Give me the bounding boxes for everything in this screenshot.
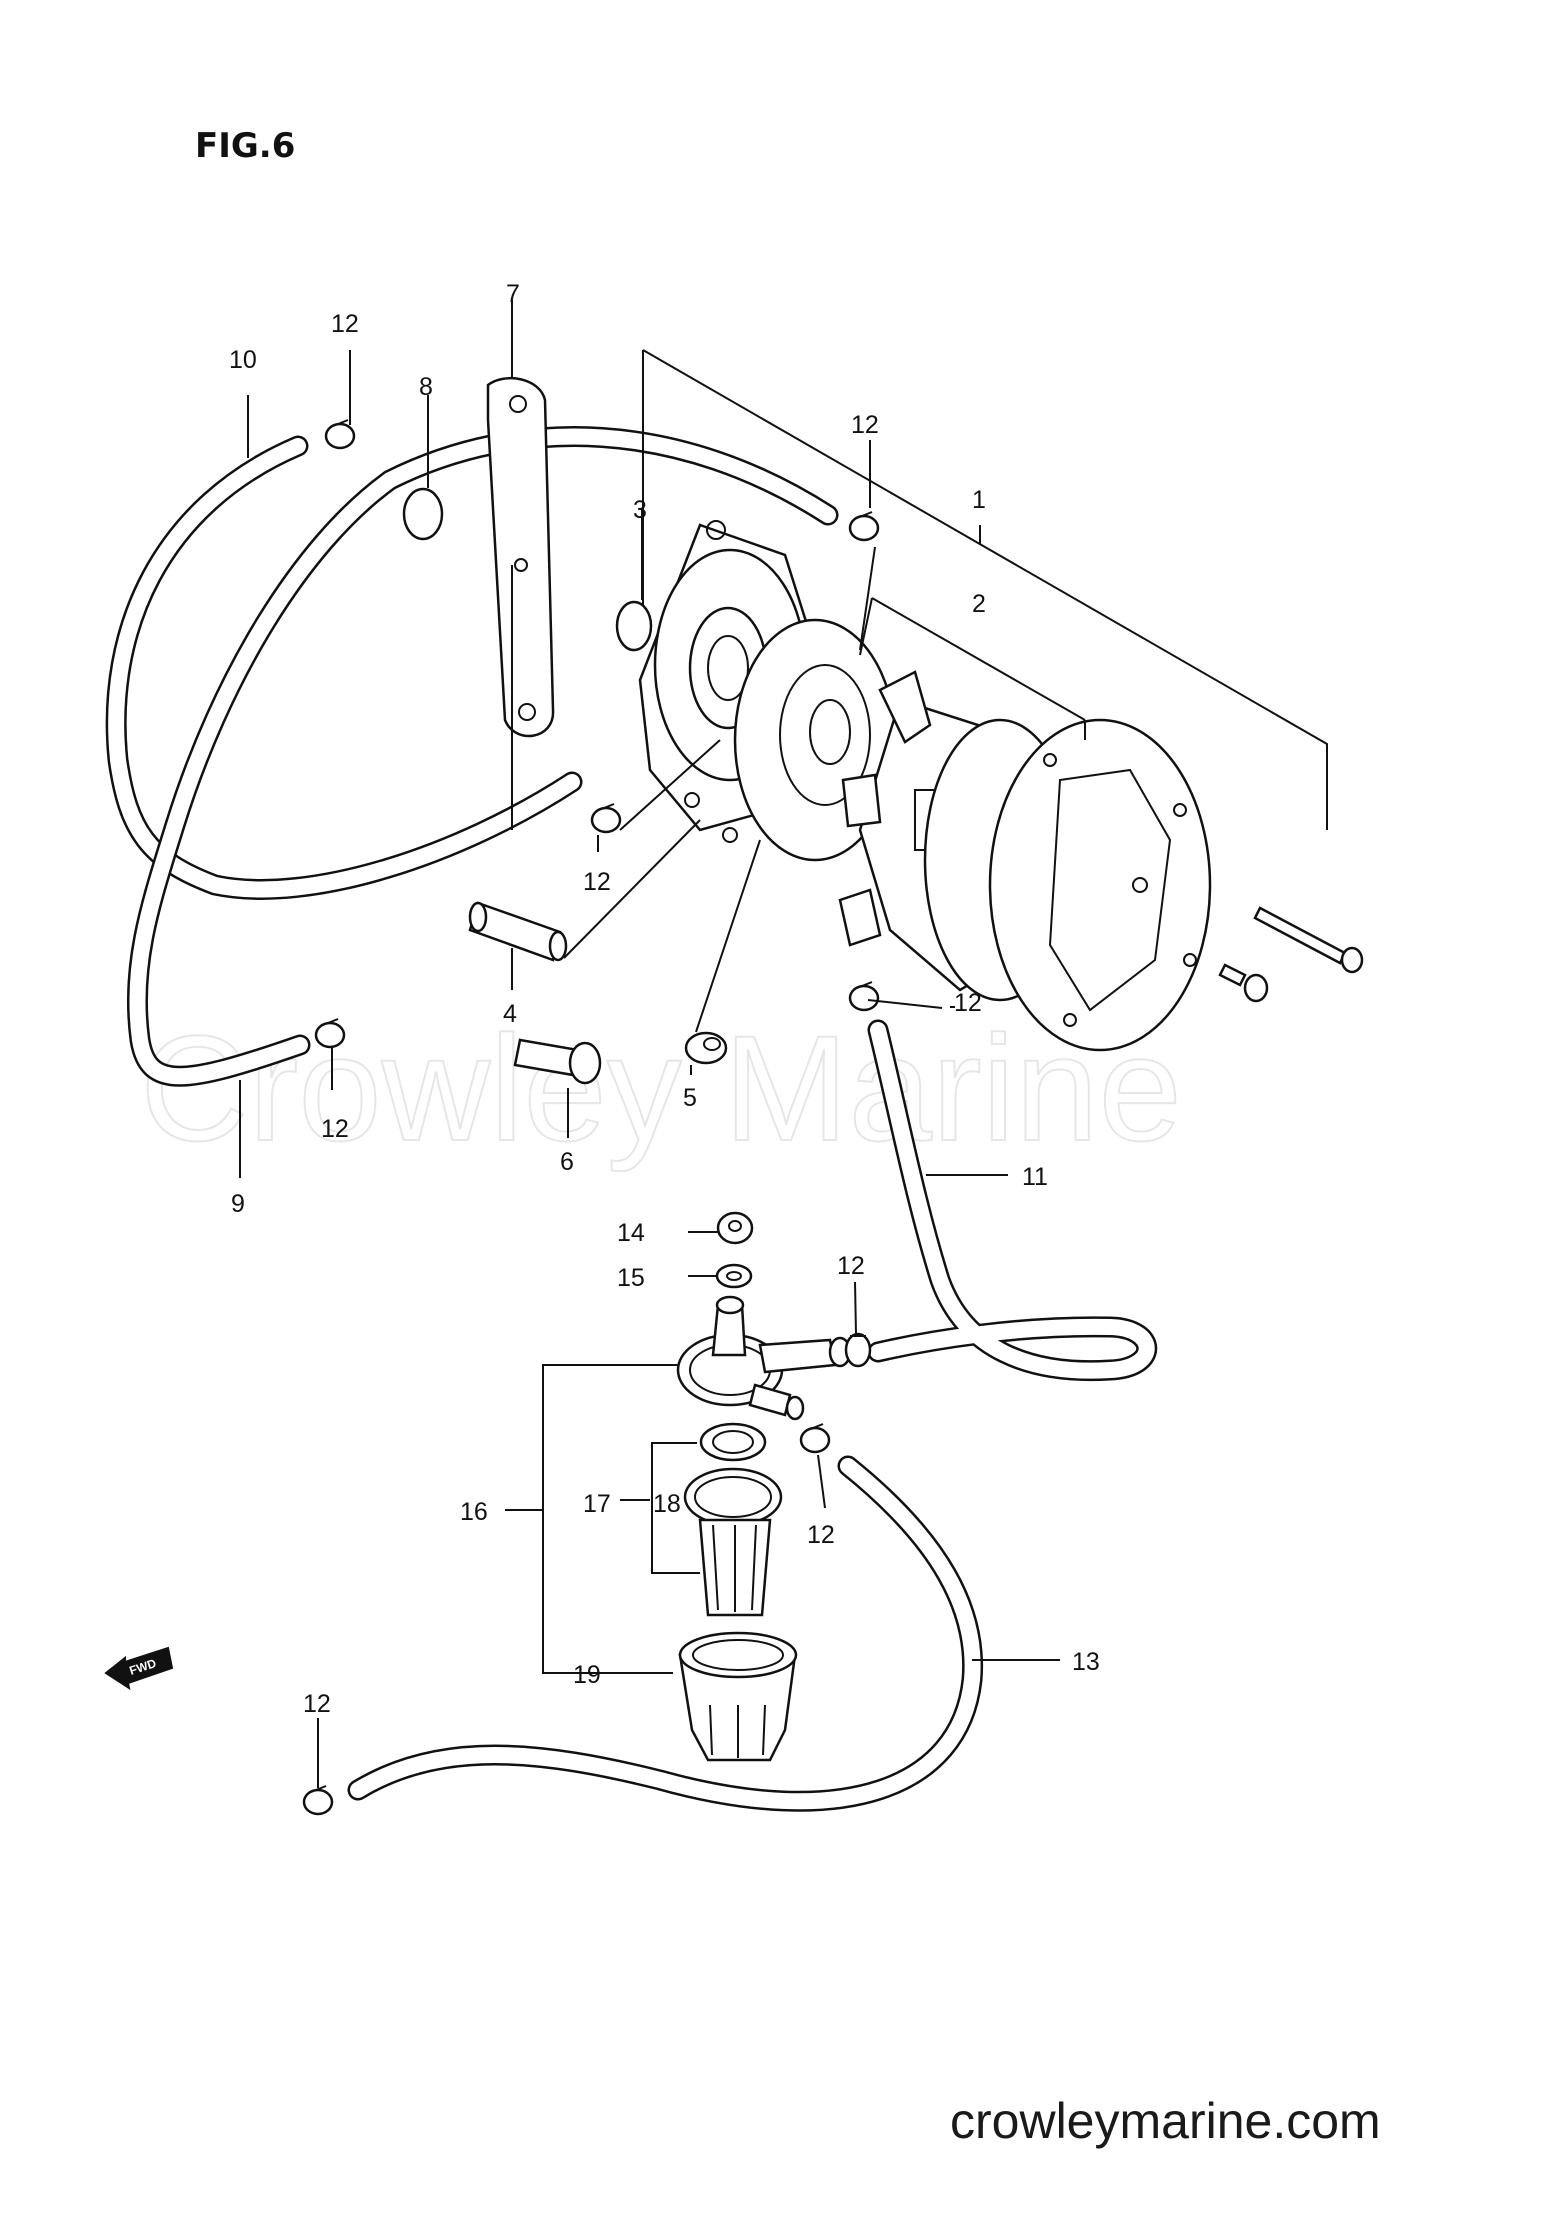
pump-cover bbox=[923, 718, 1212, 1052]
filter-element bbox=[698, 1518, 772, 1617]
hose-13 bbox=[347, 1455, 984, 1812]
filter-cup-19 bbox=[678, 1631, 798, 1762]
callout-2: 2 bbox=[972, 590, 986, 618]
fwd-arrow: FWD bbox=[104, 1646, 174, 1691]
callout-7: 7 bbox=[506, 280, 520, 308]
hose-clamp bbox=[324, 419, 356, 450]
leader-lines bbox=[239, 300, 1328, 1788]
callout-14: 14 bbox=[617, 1219, 645, 1247]
callout-12: 12 bbox=[303, 1690, 331, 1718]
bracket-plate-7 bbox=[486, 376, 555, 738]
watermark: Crowley Marine bbox=[140, 1004, 1182, 1172]
callout-12: 12 bbox=[851, 411, 879, 439]
callout-6: 6 bbox=[560, 1148, 574, 1176]
callout-8: 8 bbox=[419, 373, 433, 401]
callout-18: 18 bbox=[653, 1490, 681, 1518]
callout-labels: 1 2 3 4 5 6 7 8 9 10 11 12 12 12 12 12 1… bbox=[229, 280, 1100, 1718]
callout-12: 12 bbox=[583, 868, 611, 896]
o-ring-3 bbox=[615, 600, 653, 652]
callout-10: 10 bbox=[229, 346, 257, 374]
hose-clamp bbox=[844, 1332, 872, 1368]
nut-14 bbox=[716, 1211, 754, 1245]
hose-clamp bbox=[314, 1018, 346, 1049]
hose-11 bbox=[867, 1019, 1158, 1382]
stud-4 bbox=[468, 901, 568, 962]
callout-4: 4 bbox=[503, 1000, 517, 1028]
o-ring-17 bbox=[699, 1422, 767, 1462]
callout-12: 12 bbox=[807, 1521, 835, 1549]
cover-screw-short bbox=[1218, 963, 1269, 1003]
hose-clamp bbox=[590, 803, 622, 834]
fuel-filter-head bbox=[676, 1295, 852, 1421]
washer-15 bbox=[715, 1263, 753, 1289]
hose-clamp bbox=[799, 1423, 831, 1454]
footer-site: crowleymarine.com bbox=[950, 2093, 1381, 2149]
callout-17: 17 bbox=[583, 1490, 611, 1518]
callout-3: 3 bbox=[633, 496, 647, 524]
o-ring-8 bbox=[402, 487, 444, 541]
callout-1: 1 bbox=[972, 486, 986, 514]
hose-clamp bbox=[848, 511, 880, 542]
callout-5: 5 bbox=[683, 1084, 697, 1112]
callout-12: 12 bbox=[954, 989, 982, 1017]
callout-11: 11 bbox=[1022, 1163, 1048, 1191]
callout-9: 9 bbox=[231, 1190, 245, 1218]
callout-16: 16 bbox=[460, 1498, 488, 1526]
cover-screw-long bbox=[1253, 906, 1364, 974]
bolt-6 bbox=[513, 1038, 602, 1085]
callout-12: 12 bbox=[331, 310, 359, 338]
callout-15: 15 bbox=[617, 1264, 645, 1292]
hose-9 bbox=[126, 426, 839, 1087]
nut-5 bbox=[684, 1031, 728, 1065]
callout-19: 19 bbox=[573, 1661, 601, 1689]
hose-clamp bbox=[848, 981, 880, 1012]
callout-13: 13 bbox=[1072, 1648, 1100, 1676]
callout-12: 12 bbox=[321, 1115, 349, 1143]
figure-title: FIG.6 bbox=[195, 126, 295, 166]
callout-12: 12 bbox=[837, 1252, 865, 1280]
hose-10 bbox=[105, 435, 583, 900]
hose-clamp bbox=[302, 1785, 334, 1816]
